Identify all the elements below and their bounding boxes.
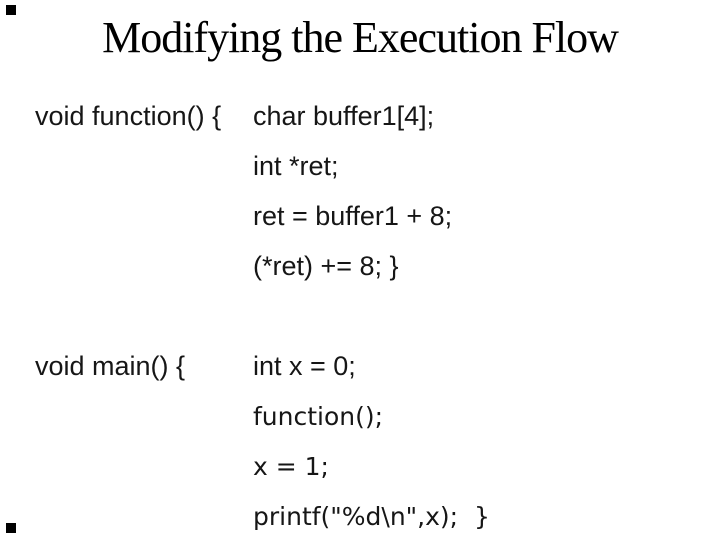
- top-left-corner-square-decoration: [6, 5, 16, 15]
- code-line-x-assignment: x = 1;: [253, 452, 329, 481]
- code-line-int-x: int x = 0;: [253, 351, 356, 381]
- code-line-void-main-declaration: void main() {: [35, 351, 186, 381]
- bottom-left-corner-square-decoration: [6, 523, 16, 533]
- code-line-void-function-declaration: void function() {: [35, 101, 222, 131]
- code-line-printf: printf("%d\n",x); }: [253, 502, 490, 531]
- slide-title: Modifying the Execution Flow: [102, 13, 619, 62]
- code-line-ret-assignment: ret = buffer1 + 8;: [253, 201, 453, 231]
- code-line-ret-increment: (*ret) += 8; }: [253, 251, 399, 281]
- code-line-function-call: function();: [253, 402, 384, 431]
- code-line-char-buffer1: char buffer1[4];: [253, 101, 435, 131]
- code-line-int-ret: int *ret;: [253, 151, 339, 181]
